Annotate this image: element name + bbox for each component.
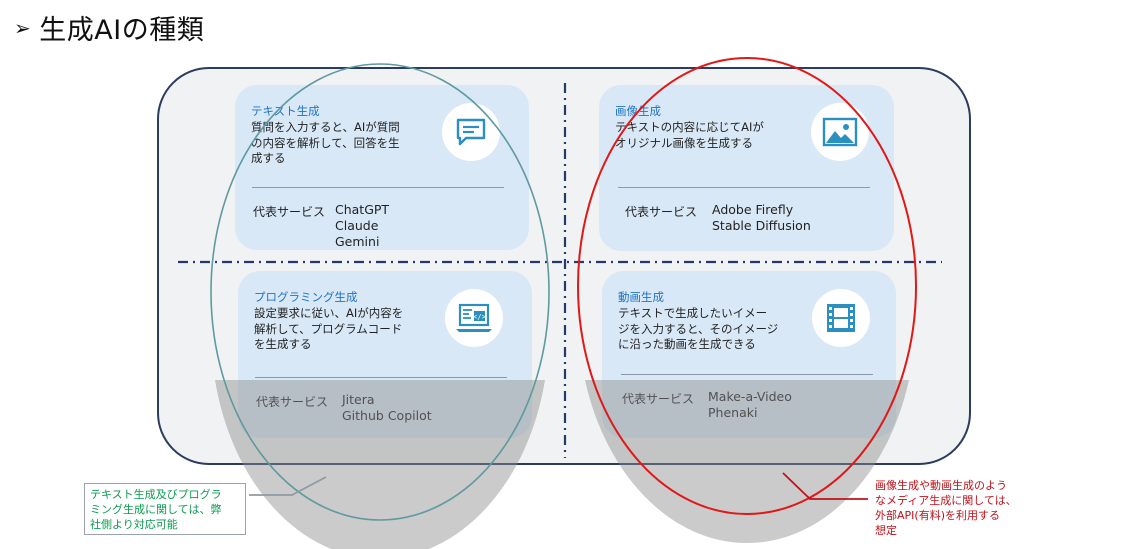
service-item: Gemini (335, 234, 380, 249)
page-title: ➢ 生成AIの種類 (14, 8, 204, 47)
card-description: 設定要求に従い、AIが内容を 解析して、プログラムコード を生成する (254, 306, 404, 351)
service-item: Jitera (342, 392, 375, 407)
service-item: Phenaki (708, 405, 758, 420)
card-description: 質問を入力すると、AIが質問 の内容を解析して、回答を生 成する (251, 120, 400, 165)
card-image-generation: 画像生成 テキストの内容に応じてAIが オリジナル画像を生成する 代表サービス … (599, 85, 894, 251)
service-item: Github Copilot (342, 408, 432, 423)
card-divider (618, 187, 870, 188)
service-item: Claude (335, 218, 379, 233)
service-item: Adobe Firefly (712, 202, 794, 217)
card-heading: 動画生成 (618, 290, 664, 304)
service-item: Make-a-Video (708, 389, 792, 404)
service-label: 代表サービス (256, 395, 329, 409)
service-item: ChatGPT (335, 202, 390, 217)
left-callout-line (249, 476, 327, 496)
card-description: テキストで生成したいイメー ジを入力すると、そのイメージ に沿った動画を生成でき… (618, 306, 779, 351)
chat-bubble-icon (456, 118, 486, 146)
icon-badge (442, 103, 500, 161)
card-divider (255, 377, 507, 378)
card-heading: 画像生成 (615, 104, 661, 118)
image-icon (822, 117, 858, 147)
card-video-generation: 動画生成 テキストで生成したいイメー ジを入力すると、そのイメージ に沿った動画… (602, 271, 896, 438)
card-divider (621, 374, 873, 375)
note-inhouse: テキスト生成及びプログラ ミング生成に関しては、弊 社側より対応可能 (84, 483, 246, 535)
icon-badge (812, 289, 870, 347)
arrow-bullet-icon: ➢ (14, 15, 32, 40)
service-label: 代表サービス (253, 205, 326, 219)
icon-badge (811, 103, 869, 161)
page-title-text: 生成AIの種類 (39, 15, 205, 46)
card-heading: プログラミング生成 (254, 290, 358, 304)
card-programming-generation: プログラミング生成 設定要求に従い、AIが内容を 解析して、プログラムコード を… (238, 271, 532, 438)
service-label: 代表サービス (622, 392, 695, 406)
service-label: 代表サービス (625, 205, 698, 219)
icon-badge: </> (445, 289, 503, 347)
card-divider (252, 187, 504, 188)
svg-text:</>: </> (473, 313, 486, 321)
right-callout-line (782, 472, 868, 500)
service-item: Stable Diffusion (712, 218, 811, 233)
film-icon (827, 304, 855, 332)
code-laptop-icon: </> (456, 303, 492, 332)
card-text-generation: テキスト生成 質問を入力すると、AIが質問 の内容を解析して、回答を生 成する … (235, 85, 529, 250)
card-heading: テキスト生成 (251, 104, 320, 118)
card-description: テキストの内容に応じてAIが オリジナル画像を生成する (615, 120, 764, 150)
note-external-api: 画像生成や動画生成のよう なメディア生成に関しては、 外部API(有料)を利用す… (875, 479, 1017, 537)
